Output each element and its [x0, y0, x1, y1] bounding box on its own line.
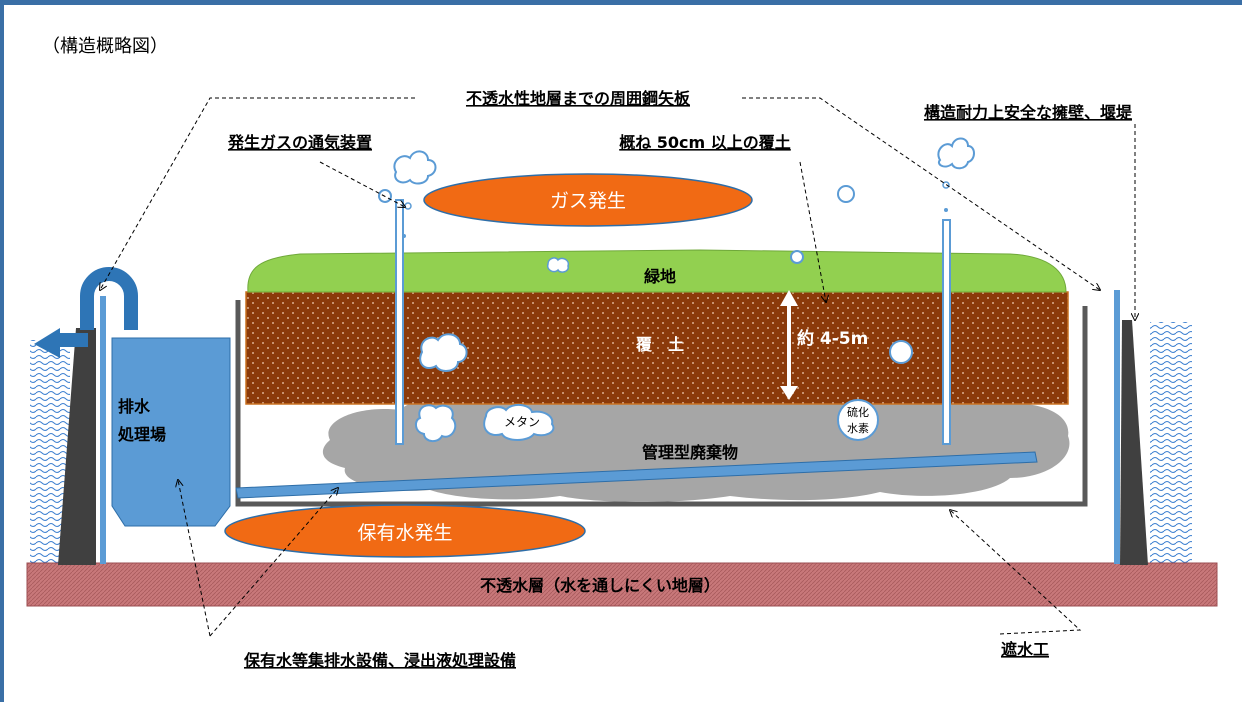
drainage-plant: [111, 337, 231, 527]
gas-cloud: [414, 404, 457, 442]
gas-bubble: [944, 208, 948, 212]
gas-bubble: [404, 202, 412, 210]
gas-vent-left: [395, 199, 404, 445]
gas-cloud: [546, 257, 570, 273]
gas-bubble: [402, 234, 406, 238]
h2s-label-1: 硫化: [847, 405, 869, 419]
right-sheet-pile: [1114, 290, 1120, 564]
left-sheet-pile: [100, 296, 106, 564]
uturn-arrow: [80, 267, 138, 330]
retaining-wall-label: 構造耐力上安全な擁壁、堰堤: [924, 103, 1133, 122]
impermeable-layer-label: 不透水層（水を通しにくい地層）: [480, 576, 720, 595]
sheet-pile-label: 不透水性地層までの周囲鋼矢板: [466, 89, 691, 108]
left-arrow-shaft: [58, 333, 88, 347]
retained-water-label: 保有水発生: [357, 522, 452, 544]
right-retaining-wall: [1120, 320, 1148, 565]
diagram-caption: （構造概略図）: [42, 36, 168, 57]
drain-pipe: [235, 451, 1038, 499]
gas-vent-right: [942, 219, 951, 445]
methane-cloud: [483, 404, 555, 441]
depth-arrow-head-down: [780, 386, 798, 400]
gas-cloud: [419, 333, 468, 372]
right-groundwater: [1150, 322, 1192, 567]
left-arrow-head: [34, 328, 60, 358]
green-area: [247, 249, 1067, 293]
gas-bubble: [889, 340, 913, 364]
cover-soil-note-label: 概ね 50cm 以上の覆土: [619, 133, 791, 152]
gas-bubble: [837, 185, 855, 203]
cover-soil: [245, 291, 1069, 405]
water-barrier-label: 遮水工: [1001, 640, 1049, 659]
depth-arrow-head-up: [780, 290, 798, 306]
gas-generation-label: ガス発生: [550, 190, 626, 212]
gas-generation-ellipse: [423, 173, 753, 227]
gas-cloud: [393, 150, 437, 185]
left-retaining-wall: [58, 328, 96, 565]
h2s-label-2: 水素: [847, 422, 869, 435]
drainage-plant-label-2: 処理場: [118, 425, 166, 444]
methane-label: メタン: [504, 415, 540, 429]
depth-label: 約 4-5m: [797, 328, 868, 349]
waste-label: 管理型廃棄物: [642, 443, 738, 462]
green-area-label: 緑地: [644, 267, 676, 286]
drainage-plant-label-1: 排水: [118, 397, 151, 416]
h2s-bubble: [837, 399, 879, 441]
impermeable-layer: [26, 562, 1218, 607]
collection-facility-label: 保有水等集排水設備、浸出液処理設備: [243, 651, 516, 670]
leader-lines: [100, 97, 1135, 637]
retained-water-ellipse: [224, 504, 586, 558]
gas-bubble: [790, 250, 804, 264]
water-barrier-liner: [235, 300, 1088, 507]
gas-cloud: [937, 137, 975, 170]
gas-vent-label: 発生ガスの通気装置: [227, 133, 372, 152]
cover-soil-label: 覆 土: [635, 335, 684, 354]
